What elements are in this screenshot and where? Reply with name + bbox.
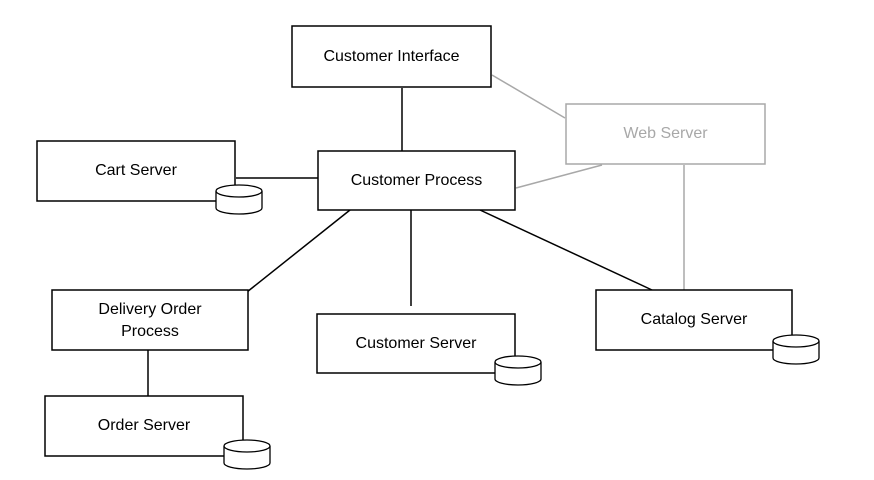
database-icon	[223, 439, 271, 470]
node-customer-interface-label: Customer Interface	[323, 48, 459, 65]
node-order-server: Order Server	[44, 395, 244, 457]
node-cart-server-label: Cart Server	[95, 162, 177, 179]
node-customer-process: Customer Process	[317, 150, 516, 211]
node-web-server: Web Server	[565, 103, 766, 165]
database-icon	[215, 184, 263, 215]
node-order-server-label: Order Server	[98, 417, 191, 434]
node-cart-server: Cart Server	[36, 140, 236, 202]
node-customer-server-label: Customer Server	[356, 335, 478, 352]
connector-customer-process-to-web-server	[515, 164, 603, 189]
connector-interface-to-web-server	[491, 74, 566, 119]
database-icon	[772, 334, 820, 365]
node-catalog-server: Catalog Server	[595, 289, 793, 351]
connector-customer-process-to-delivery-order	[246, 209, 351, 293]
node-delivery-order-process-label-line1: Delivery Order	[98, 301, 202, 318]
node-delivery-order-process-label-line2: Process	[121, 323, 179, 340]
node-customer-process-label: Customer Process	[351, 172, 483, 189]
database-icon	[494, 355, 542, 386]
node-customer-server: Customer Server	[316, 313, 516, 374]
node-customer-interface: Customer Interface	[291, 25, 492, 88]
node-web-server-label: Web Server	[623, 125, 708, 142]
node-catalog-server-label: Catalog Server	[641, 311, 748, 328]
connector-customer-process-to-catalog-server	[479, 209, 653, 291]
connections	[147, 74, 685, 396]
node-delivery-order-process: Delivery Order Process	[51, 289, 249, 351]
